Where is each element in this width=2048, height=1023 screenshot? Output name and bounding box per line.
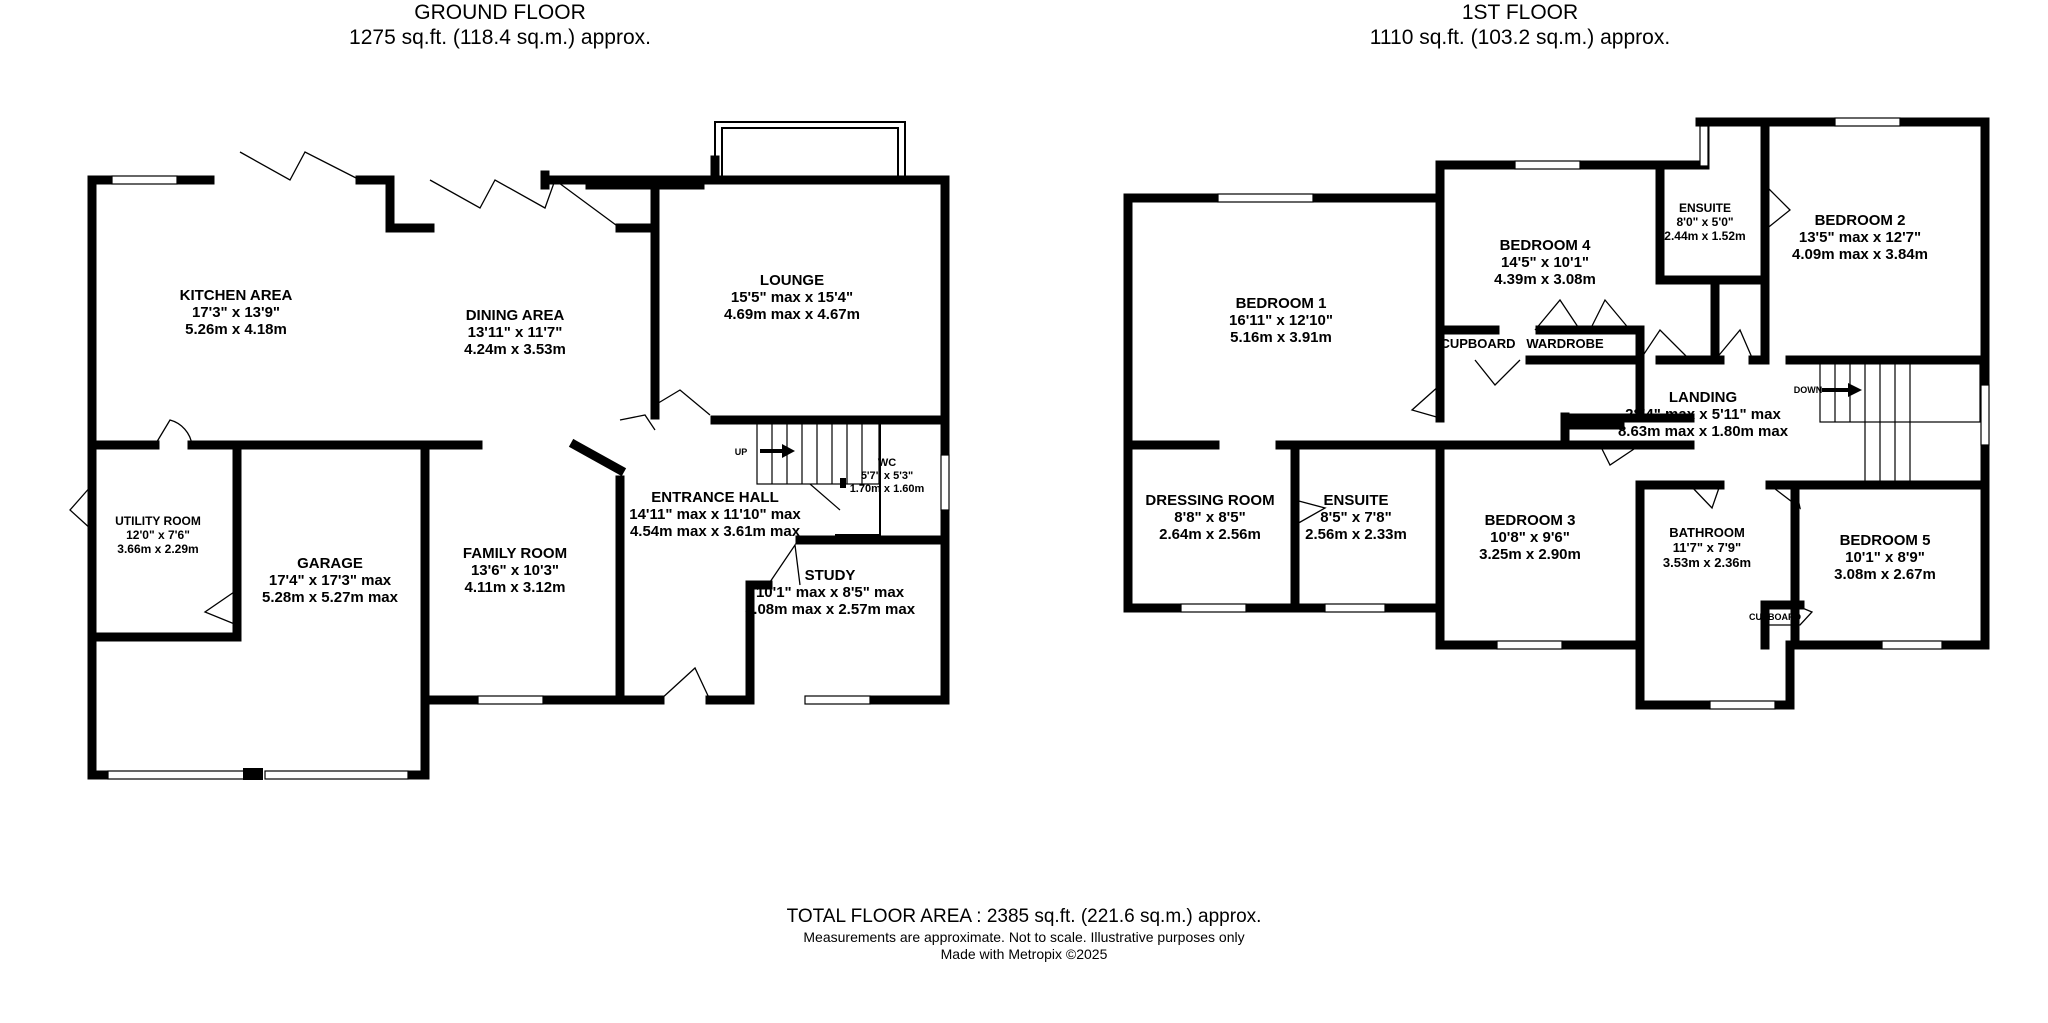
ground-floor-room-6-imperial: 14'11" max x 11'10" max	[629, 506, 801, 523]
first-floor-room-2-imperial: 8'0" x 5'0"	[1676, 215, 1733, 229]
first-floor-room-7-imperial: 10'8" x 9'6"	[1490, 529, 1570, 546]
ground-floor-room-0-metric: 5.26m x 4.18m	[185, 321, 287, 338]
cupboard-label: CUPBOARD	[1440, 336, 1515, 351]
ground-floor-room-6-name: ENTRANCE HALL	[651, 489, 779, 506]
first-floor-room-6-name: ENSUITE	[1323, 492, 1388, 509]
ground-floor-room-1-name: DINING AREA	[466, 307, 565, 324]
first-floor-room-7-name: BEDROOM 3	[1485, 512, 1576, 529]
ground-floor-room-5-name: FAMILY ROOM	[463, 545, 567, 562]
ground-floor-room-7-name: WC	[878, 457, 896, 469]
first-floor-room-6-imperial: 8'5" x 7'8"	[1320, 509, 1391, 526]
ground-floor-room-5-imperial: 13'6" x 10'3"	[471, 562, 559, 579]
first-floor-room-8-imperial: 11'7" x 7'9"	[1673, 540, 1741, 555]
first-floor-title: 1ST FLOOR	[1461, 1, 1579, 24]
first-floor-area: 1110 sq.ft. (103.2 sq.m.) approx.	[1369, 26, 1671, 49]
ground-floor-area: 1275 sq.ft. (118.4 sq.m.) approx.	[349, 26, 651, 49]
first-floor-room-3-name: BEDROOM 2	[1815, 212, 1906, 229]
first-floor-plan	[1123, 117, 1990, 710]
ground-floor-room-3-metric: 3.66m x 2.29m	[117, 542, 198, 556]
ground-floor-room-2-name: LOUNGE	[760, 272, 824, 289]
ground-floor-stairs	[756, 421, 880, 511]
ground-floor-room-4-name: GARAGE	[297, 555, 363, 572]
first-floor-heading: 1ST FLOOR 1110 sq.ft. (103.2 sq.m.) appr…	[1290, 0, 1750, 50]
ground-floor-room-7-imperial: 5'7" x 5'3"	[861, 470, 913, 482]
first-floor-room-5-metric: 2.64m x 2.56m	[1159, 526, 1261, 543]
first-floor-room-4-name: LANDING	[1669, 389, 1737, 406]
ground-floor-room-3-name: UTILITY ROOM	[115, 514, 201, 528]
stairs-down-label: DOWN	[1794, 385, 1823, 395]
ground-floor-room-8-name: STUDY	[805, 567, 856, 584]
ground-floor-room-4-imperial: 17'4" x 17'3" max	[269, 572, 392, 589]
first-floor-room-4-metric: 8.63m max x 1.80m max	[1618, 423, 1789, 440]
first-floor-room-3-metric: 4.09m max x 3.84m	[1792, 246, 1928, 263]
first-floor-room-1-name: BEDROOM 4	[1500, 237, 1592, 254]
stairs-up-label: UP	[735, 447, 748, 457]
ground-floor-plan	[69, 121, 950, 780]
ground-floor-room-6-metric: 4.54m max x 3.61m max	[630, 523, 801, 540]
ground-floor-room-3-imperial: 12'0" x 7'6"	[126, 528, 190, 542]
ground-floor-room-1-imperial: 13'11" x 11'7"	[468, 324, 563, 341]
ground-floor-room-5-metric: 4.11m x 3.12m	[465, 579, 566, 596]
first-floor-room-4-imperial: 28'4" max x 5'11" max	[1625, 406, 1781, 423]
ground-floor-room-2-imperial: 15'5" max x 15'4"	[731, 289, 853, 306]
ground-floor-room-0-name: KITCHEN AREA	[180, 287, 293, 304]
first-floor-room-6-metric: 2.56m x 2.33m	[1305, 526, 1407, 543]
ground-floor-heading: GROUND FLOOR 1275 sq.ft. (118.4 sq.m.) a…	[270, 0, 730, 50]
ground-floor-room-8-metric: 3.08m max x 2.57m max	[745, 601, 916, 618]
plan-footer: TOTAL FLOOR AREA : 2385 sq.ft. (221.6 sq…	[0, 905, 2048, 963]
bedroom-5-cupboard-label: CUPBOARD	[1749, 612, 1802, 622]
wardrobe-label: WARDROBE	[1526, 336, 1604, 351]
ground-floor-room-1-metric: 4.24m x 3.53m	[464, 341, 566, 358]
first-floor-room-5-imperial: 8'8" x 8'5"	[1174, 509, 1245, 526]
first-floor-room-2-name: ENSUITE	[1679, 201, 1731, 215]
first-floor-room-8-metric: 3.53m x 2.36m	[1663, 555, 1751, 570]
first-floor-room-9-imperial: 10'1" x 8'9"	[1845, 549, 1925, 566]
ground-floor-room-0-imperial: 17'3" x 13'9"	[192, 304, 280, 321]
first-floor-room-9-metric: 3.08m x 2.67m	[1834, 566, 1936, 583]
total-floor-area: TOTAL FLOOR AREA : 2385 sq.ft. (221.6 sq…	[786, 906, 1262, 927]
first-floor-room-2-metric: 2.44m x 1.52m	[1664, 229, 1745, 243]
first-floor-room-9-name: BEDROOM 5	[1840, 532, 1931, 549]
first-floor-room-0-metric: 5.16m x 3.91m	[1230, 329, 1332, 346]
ground-floor-room-8-imperial: 10'1" max x 8'5" max	[756, 584, 905, 601]
ground-floor-room-4-metric: 5.28m x 5.27m max	[262, 589, 399, 606]
first-floor-room-1-imperial: 14'5" x 10'1"	[1501, 254, 1589, 271]
first-floor-room-5-name: DRESSING ROOM	[1145, 492, 1274, 509]
credit-text: Made with Metropix ©2025	[940, 946, 1108, 962]
first-floor-room-8-name: BATHROOM	[1669, 525, 1745, 540]
first-floor-room-3-imperial: 13'5" max x 12'7"	[1799, 229, 1921, 246]
ground-floor-room-7-metric: 1.70m x 1.60m	[850, 483, 925, 495]
disclaimer-text: Measurements are approximate. Not to sca…	[803, 929, 1245, 945]
ground-floor-room-2-metric: 4.69m max x 4.67m	[724, 306, 860, 323]
first-floor-room-1-metric: 4.39m x 3.08m	[1494, 271, 1596, 288]
first-floor-room-0-imperial: 16'11" x 12'10"	[1229, 312, 1333, 329]
first-floor-stairs	[1819, 361, 1981, 482]
first-floor-room-7-metric: 3.25m x 2.90m	[1479, 546, 1581, 563]
ground-floor-title: GROUND FLOOR	[414, 1, 586, 24]
first-floor-room-0-name: BEDROOM 1	[1236, 295, 1327, 312]
